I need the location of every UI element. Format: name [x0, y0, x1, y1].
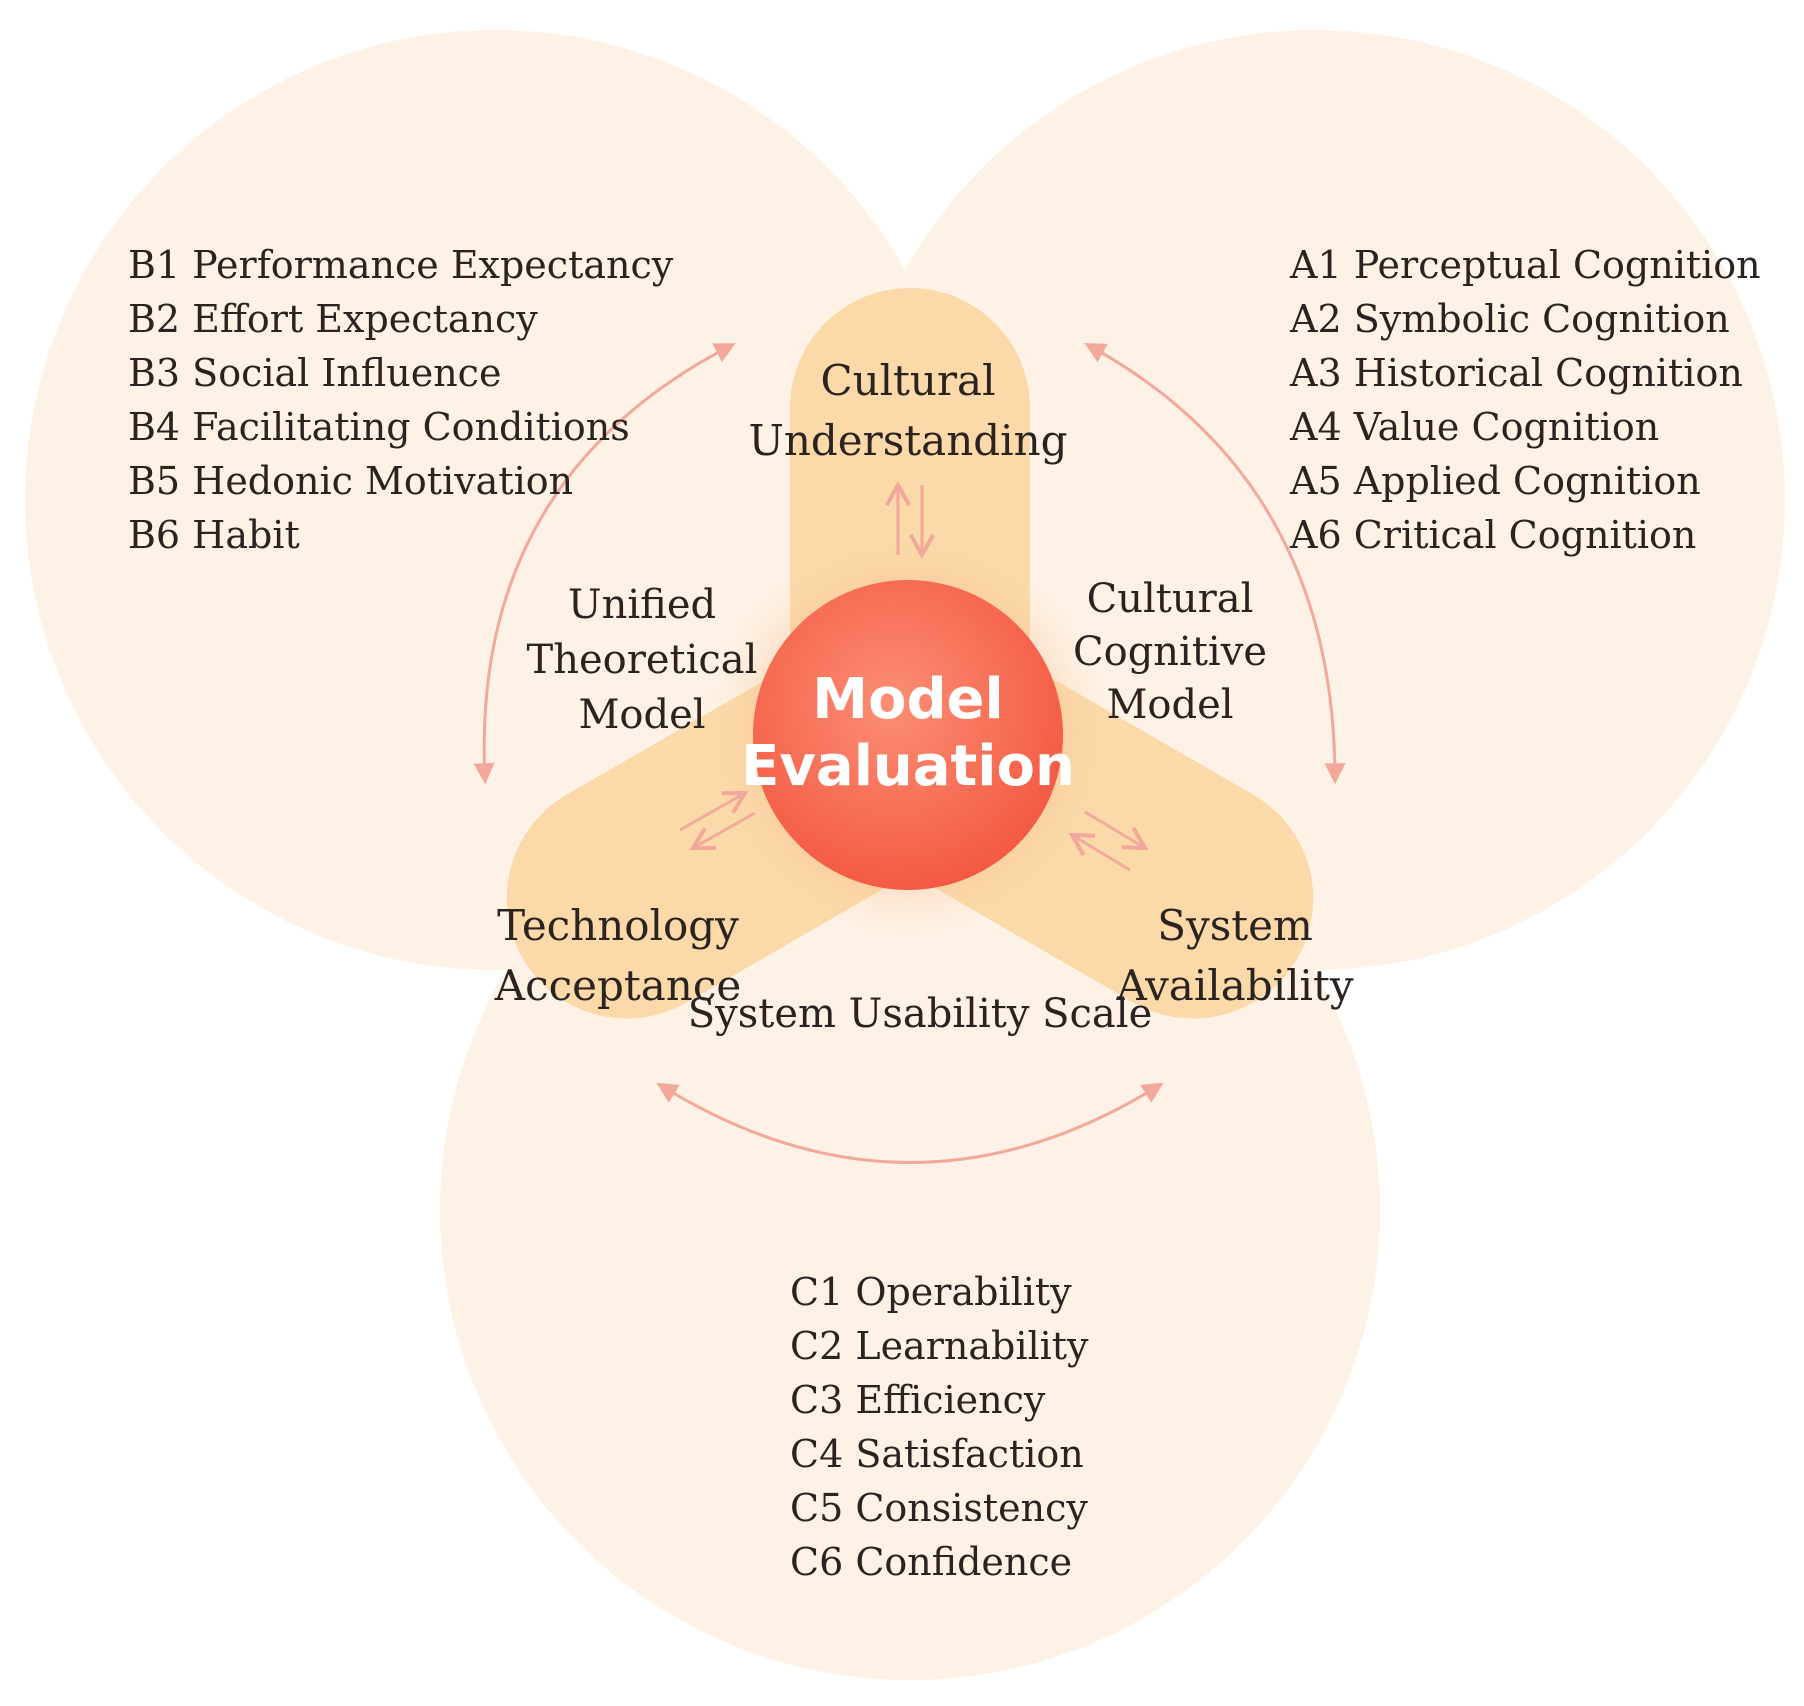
model-left-line1: Unified	[568, 582, 716, 628]
list-a-item: A5 Applied Cognition	[1289, 459, 1701, 503]
arrow-right-in	[1068, 832, 1131, 872]
list-b-item: B1 Performance Expectancy	[128, 243, 674, 287]
list-b-item: B6 Habit	[128, 513, 300, 557]
arrow-curve-right	[1084, 342, 1346, 785]
center-circle	[753, 580, 1063, 890]
list-b-item: B2 Effort Expectancy	[128, 297, 538, 341]
pillar-top-line2: Understanding	[748, 416, 1067, 465]
list-c-item: C4 Satisfaction	[790, 1432, 1084, 1476]
arrow-curve-bottom	[656, 1082, 1164, 1164]
model-left-line3: Model	[578, 692, 705, 738]
list-b-item: B5 Hedonic Motivation	[128, 459, 573, 503]
list-a: A1 Perceptual Cognition A2 Symbolic Cogn…	[1289, 243, 1761, 557]
list-a-item: A2 Symbolic Cognition	[1289, 297, 1730, 341]
arrow-left-in	[689, 811, 756, 851]
list-a-item: A6 Critical Cognition	[1289, 513, 1696, 557]
list-c-item: C3 Efficiency	[790, 1378, 1046, 1422]
pillar-right-line1: System	[1157, 901, 1313, 950]
list-c-item: C5 Consistency	[790, 1486, 1088, 1530]
pillar-left-line1: Technology	[497, 901, 739, 950]
pillar-right-line2: Availability	[1115, 961, 1353, 1010]
center-label-line2: Evaluation	[741, 734, 1075, 799]
list-c-item: C6 Confidence	[790, 1540, 1072, 1584]
list-c: C1 Operability C2 Learnability C3 Effici…	[790, 1270, 1089, 1584]
model-bottom-label: System Usability Scale	[688, 991, 1153, 1037]
list-b-item: B3 Social Influence	[128, 351, 501, 395]
pillar-top-line1: Cultural	[820, 356, 995, 405]
list-b: B1 Performance Expectancy B2 Effort Expe…	[128, 243, 674, 557]
list-b-item: B4 Facilitating Conditions	[128, 405, 630, 449]
model-right-line3: Model	[1106, 682, 1233, 728]
pillar-left-line2: Acceptance	[494, 961, 741, 1010]
list-a-item: A4 Value Cognition	[1289, 405, 1659, 449]
center-label-line1: Model	[812, 667, 1003, 732]
arrow-left-out	[679, 790, 749, 832]
arrow-curve-left	[473, 343, 736, 785]
model-right-line1: Cultural	[1087, 576, 1254, 622]
model-right-line2: Cognitive	[1073, 629, 1267, 675]
model-left-line2: Theoretical	[527, 637, 758, 683]
list-a-item: A3 Historical Cognition	[1289, 351, 1743, 395]
connector-arrows	[473, 342, 1346, 1164]
paired-arrows	[679, 480, 1149, 872]
list-a-item: A1 Perceptual Cognition	[1289, 243, 1761, 287]
list-c-item: C1 Operability	[790, 1270, 1072, 1314]
list-c-item: C2 Learnability	[790, 1324, 1089, 1368]
arrow-right-out	[1084, 810, 1149, 851]
